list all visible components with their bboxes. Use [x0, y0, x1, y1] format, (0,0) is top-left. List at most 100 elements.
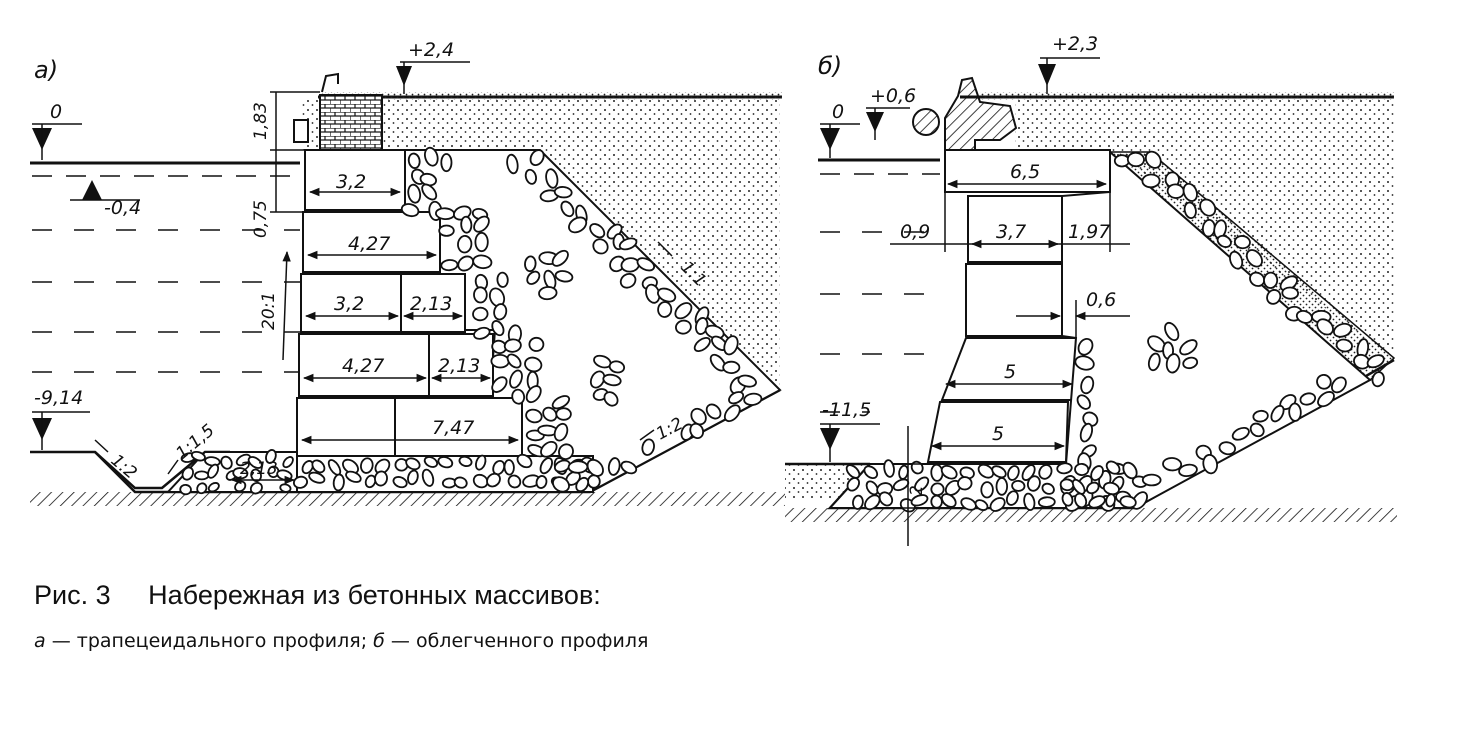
figure-title: Набережная из бетонных массивов: — [148, 580, 601, 610]
rubble-stone — [554, 270, 574, 283]
rubble-stone — [453, 476, 468, 489]
rubble-stone — [991, 465, 1007, 479]
rubble-stone — [407, 469, 419, 486]
base-2-label: 5 — [992, 423, 1004, 445]
rubble-stone — [674, 302, 693, 320]
rubble-stone — [1263, 271, 1279, 289]
middle-block-2 — [965, 263, 1063, 337]
fender — [321, 72, 339, 93]
block-label-4b: 2,13 — [438, 355, 480, 377]
rubble-stone — [457, 255, 475, 272]
rubble-stone — [190, 450, 206, 462]
rubble-stone — [675, 319, 692, 335]
rubble-stone — [641, 438, 655, 456]
rubble-stone — [1126, 151, 1145, 168]
rubble-stone — [490, 353, 510, 369]
rubble-stone — [472, 473, 489, 489]
elev-bottom-a: -9,14 — [34, 387, 83, 409]
elev-top-b: +2,3 — [1052, 33, 1098, 55]
rubble-stone — [1113, 154, 1130, 168]
panel-a-letter: а) — [34, 56, 58, 84]
rubble-stone — [342, 458, 359, 475]
rubble-stone — [567, 460, 589, 474]
rubble-stone — [437, 456, 454, 469]
rubble-stone — [1105, 460, 1121, 475]
rubble-stone — [1162, 457, 1183, 472]
stones-a — [179, 146, 763, 496]
rubble-stone — [472, 254, 493, 270]
rubble-stone — [846, 477, 860, 492]
rubble-stone — [421, 183, 438, 201]
rubble-stone — [693, 337, 711, 352]
rubble-stone — [1316, 318, 1334, 336]
legend-text-b: облегченного профиля — [415, 630, 649, 652]
rubble-stone — [509, 369, 523, 389]
rubble-stone — [1056, 462, 1073, 475]
quay-wall-drawing: а) — [30, 33, 1397, 546]
rubble-stone — [542, 406, 558, 422]
rubble-stone — [1164, 321, 1180, 342]
block-row-3b — [400, 273, 466, 333]
block-label-3a: 3,2 — [334, 293, 364, 315]
rubble-stone — [1229, 250, 1244, 270]
dim-1-83: 1,83 — [251, 102, 271, 140]
block-row-2 — [302, 211, 441, 273]
rubble-stone — [553, 422, 569, 442]
rubble-stone — [538, 286, 558, 301]
middle-label: 3,7 — [996, 221, 1026, 243]
rubble-stone — [620, 460, 638, 475]
rubble-stone — [472, 306, 489, 322]
rubble-stone — [540, 440, 558, 458]
rubble-stone — [722, 360, 741, 375]
middle-block-1 — [967, 195, 1063, 263]
rubble-stone — [586, 458, 604, 477]
legend-text-a: трапецеидального профиля; — [76, 630, 368, 652]
rubble-stone — [486, 472, 501, 488]
rubble-stone — [525, 385, 542, 404]
rubble-stone — [511, 388, 526, 405]
block-label-5: 7,47 — [432, 417, 474, 439]
rubble-stone — [421, 468, 435, 487]
rubble-stone — [930, 482, 945, 497]
rubble-stone — [977, 463, 995, 479]
rubble-stone — [555, 407, 572, 421]
backfill-sand-b — [1015, 100, 1394, 358]
rubble-stone — [602, 373, 622, 387]
panel-a: а) — [30, 56, 785, 506]
figure-number: Рис. 3 — [34, 580, 111, 610]
rubble-stone — [220, 455, 233, 470]
stones-b — [845, 150, 1385, 513]
right-off-label: 1,97 — [1068, 221, 1110, 243]
rubble-stone — [311, 459, 326, 474]
rubble-stone — [1165, 353, 1181, 374]
rubble-stone — [930, 463, 944, 482]
rubble-stone — [279, 483, 292, 493]
rubble-stone — [553, 186, 573, 199]
rubble-stone — [737, 374, 757, 388]
rubble-stone — [607, 457, 621, 476]
rubble-stone — [1038, 464, 1053, 480]
rubble-stone — [864, 494, 881, 511]
panel-b-dims — [820, 57, 1130, 546]
rubble-stone — [878, 491, 894, 507]
dim-0-75: 0,75 — [251, 200, 271, 238]
rubble-stone — [440, 259, 459, 272]
rubble-stone — [995, 477, 1008, 496]
rubble-stone — [603, 391, 619, 407]
rubble-stone — [1270, 404, 1285, 423]
rubble-stone — [473, 286, 488, 304]
rubble-stone — [525, 408, 543, 424]
backfill-sand — [300, 100, 780, 390]
rubble-stone — [1007, 465, 1020, 481]
rubble-stone — [440, 153, 453, 173]
base-1-label: 5 — [1004, 361, 1016, 383]
rubble-stone — [1299, 392, 1317, 406]
rubble-stone — [516, 453, 533, 469]
rubble-stone — [845, 464, 861, 479]
block-row-3a — [300, 273, 402, 333]
toe-label: 2,13 — [240, 459, 278, 479]
rubble-stone — [1332, 322, 1353, 338]
rubble-stone — [1059, 478, 1075, 492]
rubble-stone — [360, 457, 374, 474]
rubble-stone — [507, 474, 522, 489]
